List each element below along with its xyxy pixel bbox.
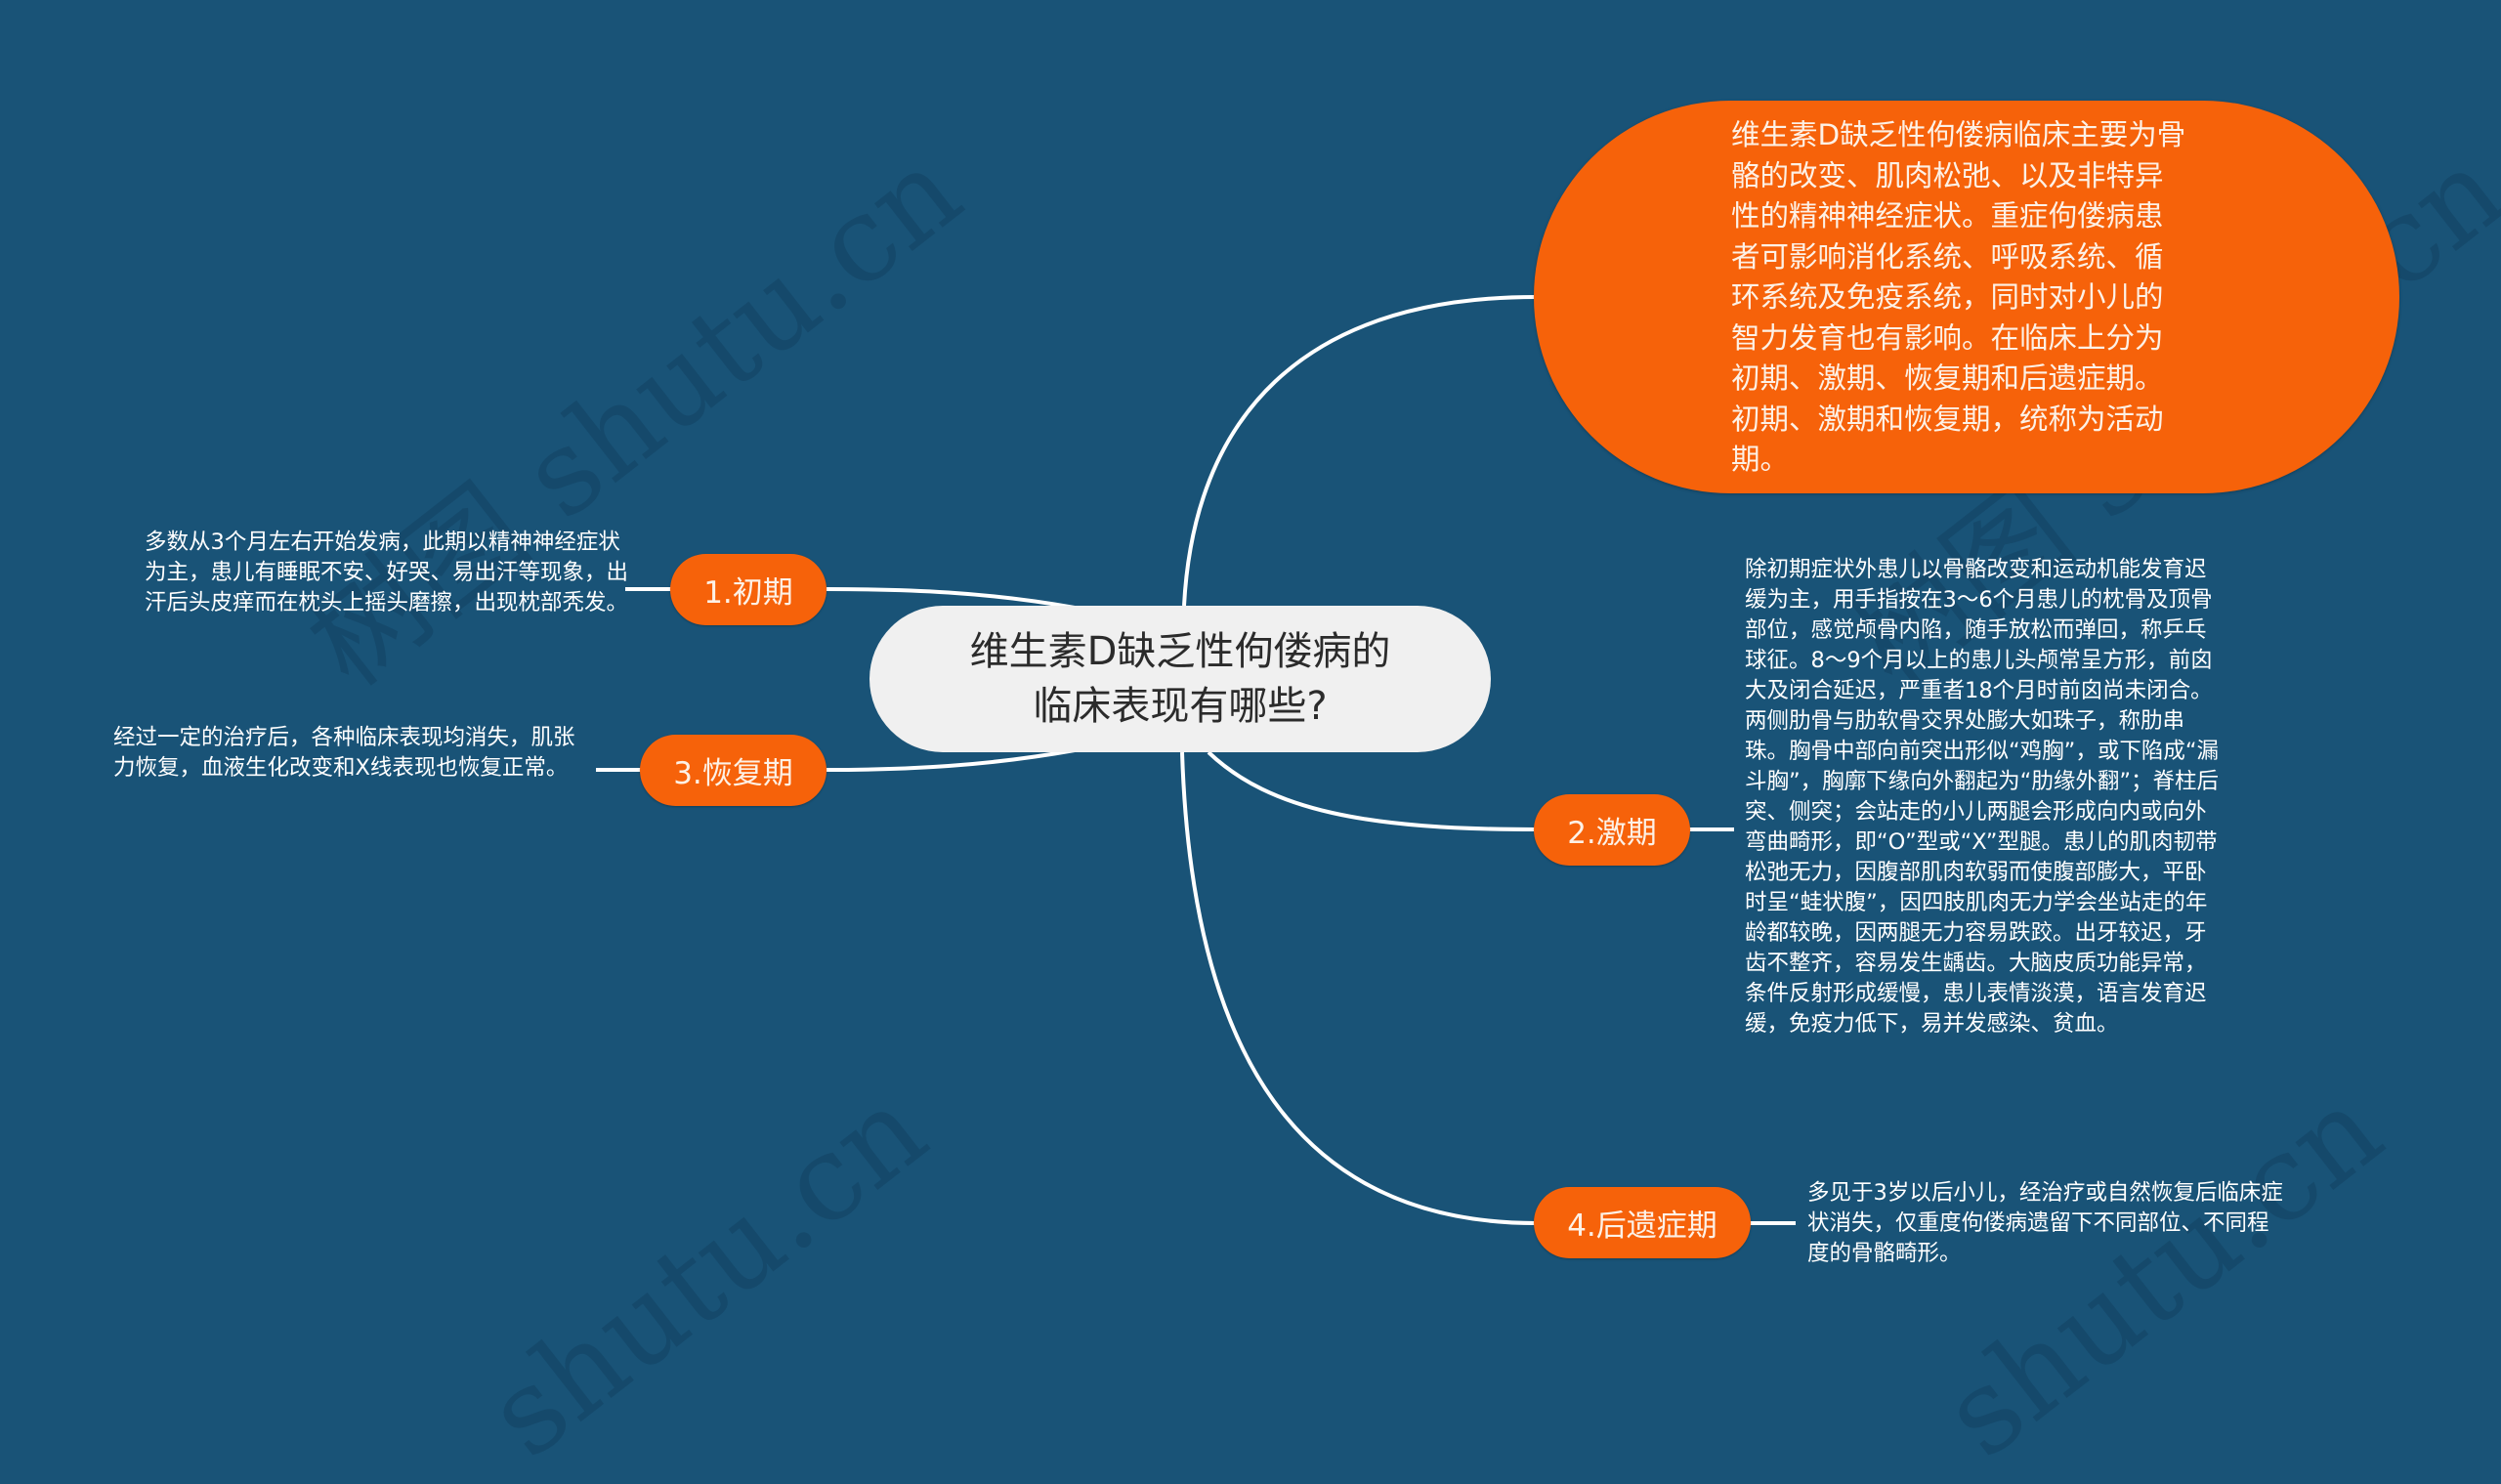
branch-node-recovery[interactable]: 3.恢复期 bbox=[640, 735, 827, 806]
root-title-line-2: 临床表现有哪些? bbox=[1033, 684, 1328, 729]
connector-root-sequelae bbox=[1180, 751, 1537, 1225]
branch-label: 1.初期 bbox=[703, 575, 793, 611]
watermark: shutu.cn bbox=[463, 1061, 952, 1484]
branch-label: 3.恢复期 bbox=[673, 756, 793, 791]
summary-node[interactable] bbox=[1534, 101, 2399, 493]
detail-text-active: 除初期症状外患儿以骨骼改变和运动机能发育迟缓为主，用手指按在3～6个月患儿的枕骨… bbox=[1745, 557, 2219, 1037]
mind-map-canvas: 树图 shutu.cn 树图 shutu.cn shutu.cn shutu.c… bbox=[113, 101, 2501, 1484]
watermark: 树图 shutu.cn bbox=[283, 122, 986, 713]
detail-text-recovery: 经过一定的治疗后，各种临床表现均消失，肌张力恢复，血液生化改变和X线表现也恢复正… bbox=[113, 725, 575, 781]
connector-root-recovery bbox=[826, 748, 1076, 772]
root-title-line-1: 维生素D缺乏性佝偻病的 bbox=[969, 629, 1391, 674]
detail-text-early: 多数从3个月左右开始发病，此期以精神神经症状为主，患儿有睡眠不安、好哭、易出汗等… bbox=[145, 530, 629, 615]
connector-root-summary bbox=[1182, 295, 1537, 607]
root-topic-node[interactable]: 维生素D缺乏性佝偻病的 临床表现有哪些? bbox=[869, 606, 1491, 752]
branch-node-active[interactable]: 2.激期 bbox=[1534, 794, 1690, 866]
connector-root-active bbox=[1207, 750, 1537, 831]
branch-node-early[interactable]: 1.初期 bbox=[670, 554, 827, 625]
watermark: shutu.cn bbox=[1919, 1061, 2407, 1484]
branch-node-sequelae[interactable]: 4.后遗症期 bbox=[1534, 1187, 1751, 1258]
branch-label: 2.激期 bbox=[1567, 816, 1657, 851]
summary-text: 维生素D缺乏性佝偻病临床主要为骨骼的改变、肌肉松弛、以及非特异性的精神神经症状。… bbox=[1731, 118, 2186, 476]
branch-label: 4.后遗症期 bbox=[1567, 1208, 1717, 1244]
detail-text-sequelae: 多见于3岁以后小儿，经治疗或自然恢复后临床症状消失，仅重度佝偻病遗留下不同部位、… bbox=[1807, 1180, 2283, 1266]
